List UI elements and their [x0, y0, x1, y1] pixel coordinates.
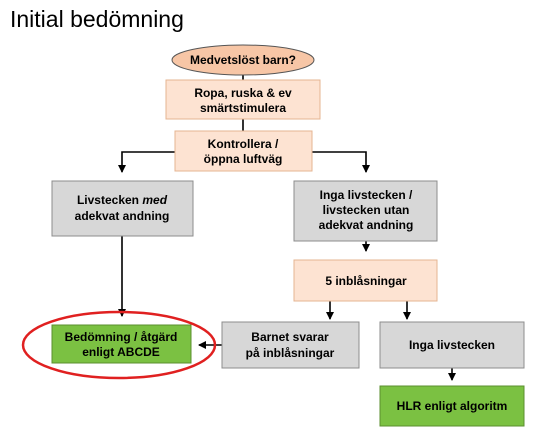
- breaths-label: 5 inblåsningar: [325, 274, 407, 288]
- node-signs-with: Livstecken med adekvat andning: [51, 180, 194, 237]
- responds-box: [221, 321, 360, 369]
- node-no-life: Inga livstecken: [379, 321, 525, 369]
- no-signs-label-line3: adekvat andning: [319, 218, 414, 232]
- no-life-label: Inga livstecken: [409, 338, 495, 352]
- node-assess: Bedömning / åtgärd enligt ABCDE: [21, 310, 217, 380]
- signs-with-label-line1: Livstecken med: [77, 193, 168, 207]
- cpr-box: [379, 385, 525, 427]
- no-life-box: [379, 321, 525, 369]
- start-label: Medvetslöst barn?: [190, 53, 296, 67]
- diagram-title: Initial bedömning: [10, 6, 184, 32]
- arrow-airway-to-no-signs: [312, 151, 370, 173]
- node-airway: Kontrollera / öppna luftväg: [174, 130, 313, 172]
- arrow-airway-to-signs-with: [118, 151, 175, 173]
- start-oval: [171, 44, 315, 76]
- stimulate-label-line1: Ropa, ruska & ev: [194, 86, 292, 100]
- assess-box: [51, 324, 192, 364]
- node-start: Medvetslöst barn?: [171, 44, 315, 76]
- node-cpr: HLR enligt algoritm: [379, 385, 525, 427]
- connectors: [118, 75, 456, 381]
- airway-label-line1: Kontrollera /: [208, 137, 279, 151]
- node-no-signs: Inga livstecken / livstecken utan adekva…: [293, 180, 438, 242]
- node-breaths: 5 inblåsningar: [293, 259, 438, 302]
- signs-with-label-part1: Livstecken: [77, 193, 142, 207]
- cpr-label: HLR enligt algoritm: [397, 399, 508, 413]
- node-stimulate: Ropa, ruska & ev smärtstimulera: [165, 79, 321, 120]
- responds-label-line2: på inblåsningar: [246, 346, 335, 360]
- responds-label-line1: Barnet svarar: [251, 330, 329, 344]
- no-signs-label-line1: Inga livstecken /: [320, 188, 413, 202]
- airway-box: [174, 130, 313, 172]
- breaths-box: [293, 259, 438, 302]
- assess-label-line1: Bedömning / åtgärd: [65, 330, 178, 344]
- signs-with-label-line2: adekvat andning: [75, 209, 170, 223]
- no-signs-label-line2: livstecken utan: [323, 203, 410, 217]
- stimulate-label-line2: smärtstimulera: [200, 101, 286, 115]
- signs-with-label-part2: med: [142, 193, 167, 207]
- node-responds: Barnet svarar på inblåsningar: [221, 321, 360, 369]
- signs-with-box: [51, 180, 194, 237]
- no-signs-box: [293, 180, 438, 242]
- highlight-circle: [21, 310, 217, 380]
- assess-label-line2: enligt ABCDE: [82, 345, 160, 359]
- stimulate-box: [165, 79, 321, 120]
- airway-label-line2: öppna luftväg: [204, 152, 283, 166]
